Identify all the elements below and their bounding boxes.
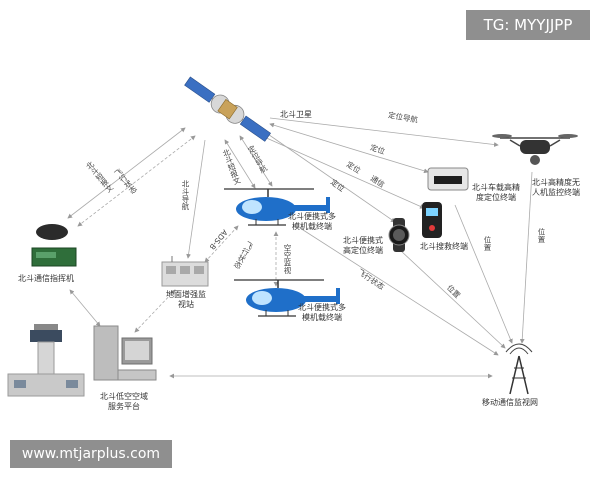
- watermark-bottom: www.mtjarplus.com: [10, 440, 172, 468]
- watermark-top: TG: MYYJJPP: [466, 10, 590, 40]
- command-machine-icon: [31, 224, 77, 267]
- edge-drone-net: [519, 171, 533, 344]
- rescue-terminal-label: 北斗搜救终端: [420, 242, 468, 251]
- mobile-network-label: 移动通信监视网: [482, 398, 538, 407]
- edge-sat-ground: [186, 139, 206, 259]
- drone-label-line2: 人机监控终端: [532, 188, 580, 197]
- vehicle-terminal-label: 北斗车载高精 度定位终端: [466, 183, 526, 203]
- edge-ground-heli: [204, 225, 239, 263]
- heli2-label-line1: 北斗便携式多: [298, 303, 346, 312]
- ground-station-label: 地面增强监 视站: [160, 290, 212, 310]
- satellite-icon: [184, 76, 271, 142]
- platform-label-line2: 服务平台: [108, 402, 140, 411]
- platform-label-line1: 北斗低空空域: [100, 392, 148, 401]
- service-platform-icon: [93, 325, 157, 381]
- edge-vehicle-net: [454, 204, 513, 344]
- ground-station-line2: 视站: [178, 300, 194, 309]
- watch-terminal-icon: [388, 218, 410, 252]
- edge-sat-watch-a: [261, 129, 396, 223]
- edge-watch-net: [399, 249, 506, 349]
- vehicle-label-line1: 北斗车载高精: [472, 183, 520, 192]
- helicopter-2-label: 北斗便携式多 模机载终端: [292, 303, 352, 323]
- drone-icon: [492, 134, 578, 165]
- edge-label-sat-ground: 北斗导航: [181, 180, 190, 210]
- edge-sat-rescue: [261, 135, 425, 209]
- edge-label-drone-net: 位置: [537, 228, 546, 243]
- helicopter-icon-1: [224, 188, 330, 226]
- helicopter-1-label: 北斗便携式多 模机载终端: [282, 212, 342, 232]
- satellite-label: 北斗卫星: [280, 110, 312, 119]
- command-machine-label: 北斗通信指挥机: [18, 274, 74, 283]
- service-platform-label: 北斗低空空域 服务平台: [96, 392, 152, 412]
- vehicle-terminal-icon: [427, 167, 469, 191]
- vehicle-label-line2: 度定位终端: [476, 193, 516, 202]
- watch-label-line2: 高定位终端: [343, 246, 383, 255]
- ground-station-line1: 地面增强监: [166, 290, 206, 299]
- control-tower-icon: [7, 324, 85, 397]
- watch-label-line1: 北斗便携式: [343, 236, 383, 245]
- watch-terminal-label: 北斗便携式 高定位终端: [335, 236, 391, 256]
- heli1-label-line2: 模机载终端: [292, 222, 332, 231]
- drone-label: 北斗高精度无 人机监控终端: [526, 178, 586, 198]
- mobile-tower-icon: [505, 343, 533, 395]
- heli2-label-line2: 模机载终端: [302, 313, 342, 322]
- ground-station-icon: [161, 256, 209, 287]
- helicopter-icon-2: [234, 279, 340, 317]
- heli1-label-line1: 北斗便携式多: [288, 212, 336, 221]
- drone-label-line1: 北斗高精度无: [532, 178, 580, 187]
- edge-cmd-platform: [69, 289, 101, 327]
- edge-sat-drone: [269, 117, 499, 147]
- edge-heli-net: [299, 227, 499, 356]
- rescue-terminal-icon: [422, 202, 442, 238]
- edge-label-heli-heli: 空空监视: [283, 244, 292, 274]
- edge-label-vehicle-net: 位置: [483, 236, 492, 251]
